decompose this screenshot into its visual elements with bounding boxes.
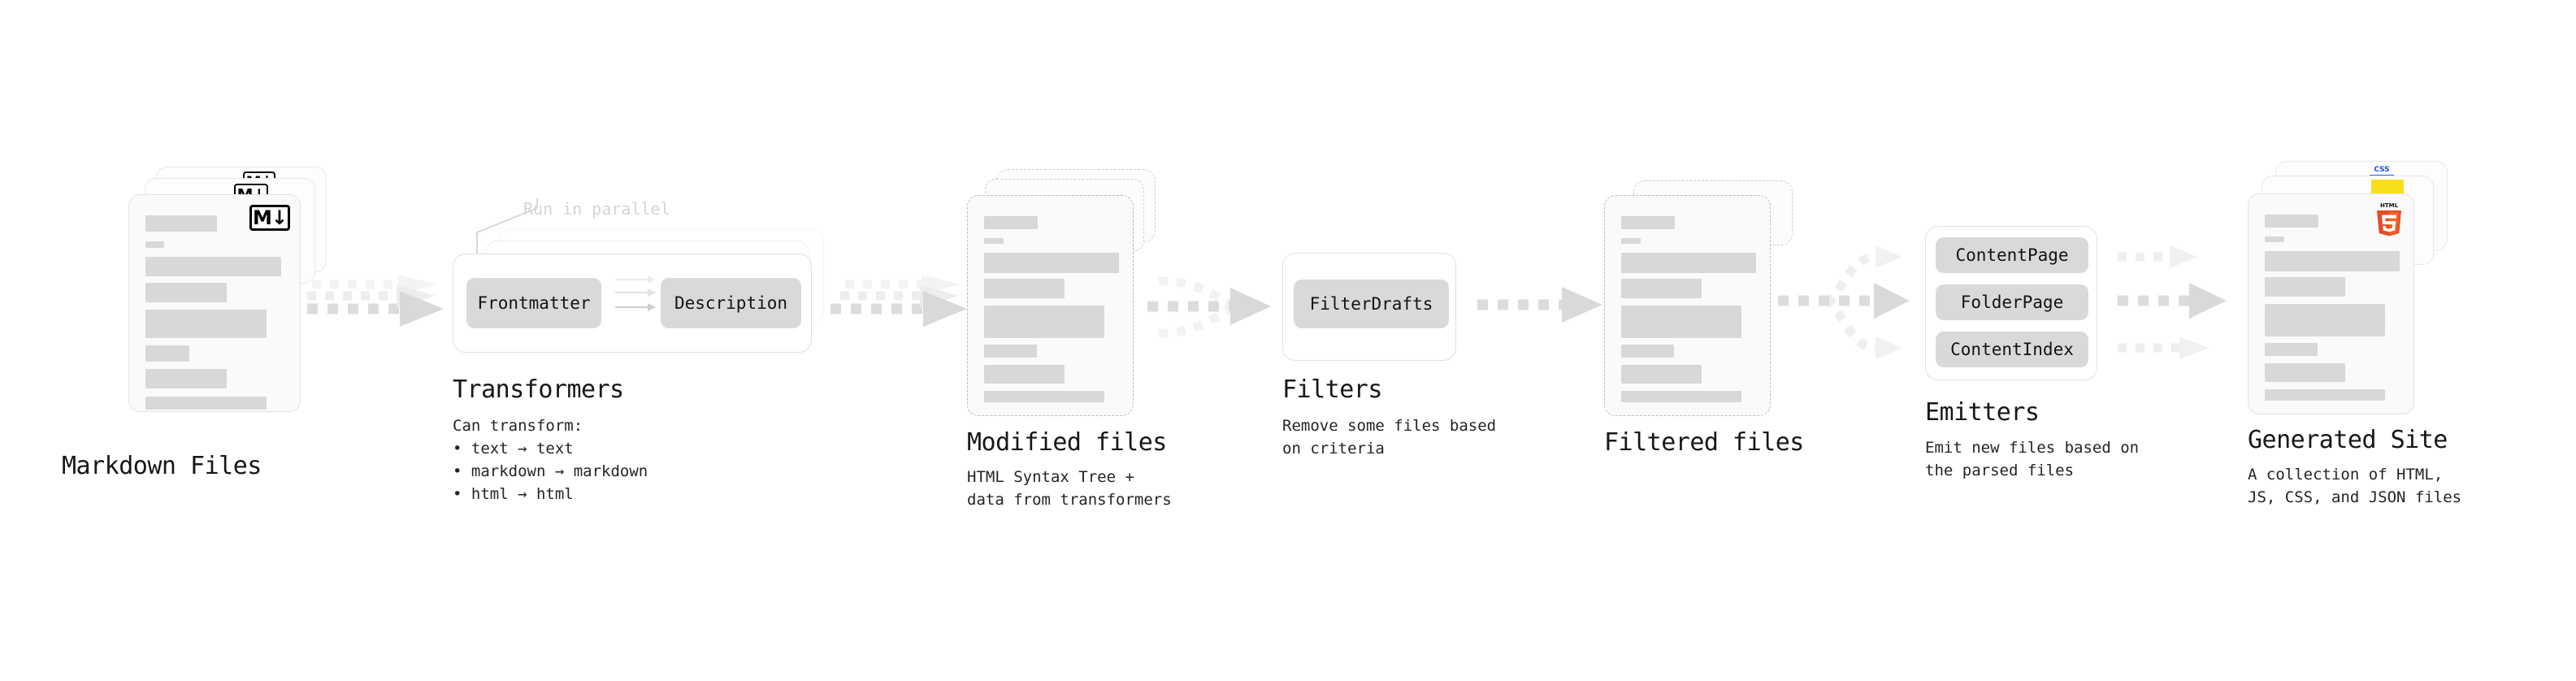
generated-site-card: HTML bbox=[2248, 193, 2414, 414]
stage-modified-files: Modified files HTML Syntax Tree + data f… bbox=[967, 169, 1172, 509]
transformer-pill-description[interactable]: Description bbox=[661, 278, 801, 328]
emitters-pill-contentpage[interactable]: ContentPage bbox=[1936, 237, 2088, 273]
emitters-pill-folderpage-label: FolderPage bbox=[1960, 293, 2064, 312]
arrow-modified-files-to-filters bbox=[1147, 276, 1271, 338]
markdown-file-card: M↓ bbox=[128, 194, 301, 412]
arrow-emitters-to-generated-site bbox=[2118, 245, 2227, 359]
html5-icon: HTML bbox=[2377, 202, 2401, 236]
transformer-pill-frontmatter[interactable]: Frontmatter bbox=[466, 278, 601, 328]
transformer-inner-arrows bbox=[615, 275, 656, 311]
stage-title-filtered-files: Filtered files bbox=[1604, 428, 1804, 457]
css3-icon-label: CSS bbox=[2374, 166, 2390, 174]
stage-filters: FilterDrafts Filters Remove some files b… bbox=[1282, 253, 1497, 458]
stage-title-markdown-files: Markdown Files bbox=[62, 452, 262, 480]
stage-title-filters: Filters bbox=[1282, 375, 1382, 404]
arrow-transformers-to-modified-files bbox=[830, 275, 967, 327]
filtered-file-card bbox=[1604, 195, 1771, 416]
markdown-icon: M↓ bbox=[249, 205, 290, 231]
stage-desc-modified-files: HTML Syntax Tree + data from transformer… bbox=[967, 468, 1172, 509]
stage-transformers: Run in parallel Frontmatter De bbox=[0, 0, 824, 681]
emitters-pill-folderpage[interactable]: FolderPage bbox=[1936, 284, 2088, 320]
stage-desc-filters: Remove some files based on criteria bbox=[1282, 417, 1497, 458]
arrow-filters-to-filtered-files bbox=[1477, 287, 1602, 323]
stage-desc-generated-site: A collection of HTML, JS, CSS, and JSON … bbox=[2248, 466, 2462, 506]
stage-title-emitters: Emitters bbox=[1925, 398, 2040, 427]
run-in-parallel-label: Run in parallel bbox=[523, 199, 670, 219]
arrow-markdown-to-transformers bbox=[307, 275, 444, 327]
javascript-icon bbox=[2371, 180, 2404, 197]
emitters-pill-contentpage-label: ContentPage bbox=[1955, 245, 2069, 265]
modified-file-card bbox=[967, 195, 1134, 416]
stage-filtered-files: Filtered files bbox=[1604, 180, 1804, 457]
filters-pill-filterdrafts-label: FilterDrafts bbox=[1309, 294, 1433, 314]
stage-title-modified-files: Modified files bbox=[967, 428, 1167, 457]
emitters-pill-contentindex[interactable]: ContentIndex bbox=[1936, 332, 2088, 367]
emitters-pill-contentindex-label: ContentIndex bbox=[1950, 340, 2074, 359]
arrow-filtered-files-to-emitters bbox=[1778, 245, 1910, 359]
stage-title-generated-site: Generated Site bbox=[2248, 426, 2448, 454]
stage-emitters: ContentPage FolderPage ContentIndex Emit… bbox=[1925, 226, 2140, 479]
transformer-pill-description-label: Description bbox=[674, 293, 788, 313]
run-in-parallel-bracket bbox=[476, 198, 538, 262]
stage-desc-emitters: Emit new files based on the parsed files bbox=[1925, 439, 2140, 479]
stage-desc-transformers: Can transform: • text → text • markdown … bbox=[453, 417, 648, 503]
stage-title-transformers: Transformers bbox=[453, 375, 624, 404]
stage-markdown-files: M↓ M↓ M↓ Markdown Files bbox=[0, 0, 341, 681]
svg-text:HTML: HTML bbox=[2380, 202, 2399, 209]
filters-pill-filterdrafts[interactable]: FilterDrafts bbox=[1294, 280, 1449, 328]
transformer-pill-frontmatter-label: Frontmatter bbox=[477, 293, 591, 313]
